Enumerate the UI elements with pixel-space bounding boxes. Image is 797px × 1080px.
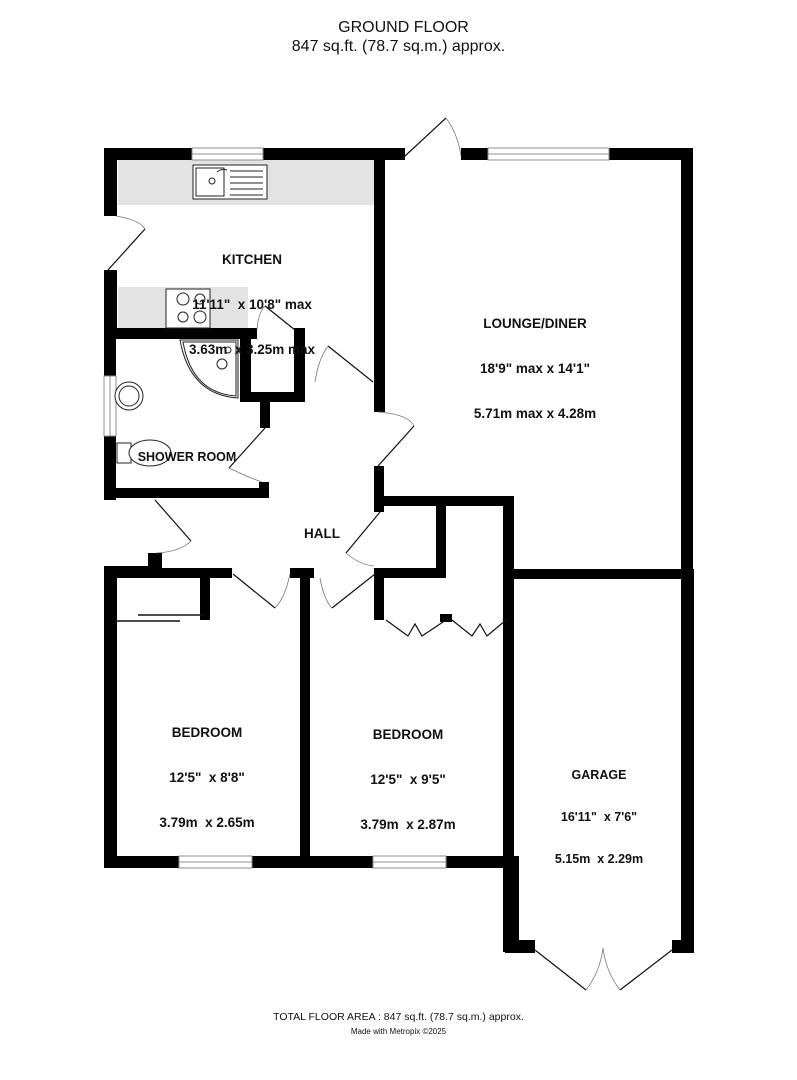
room-name: BEDROOM: [171, 725, 243, 740]
room-name: KITCHEN: [222, 252, 282, 267]
credit: Made with Metropix ©2025: [350, 1027, 447, 1036]
room-size-metric: 3.79m x 2.87m: [360, 817, 456, 832]
room-size-metric: 3.79m x 2.65m: [159, 815, 255, 830]
room-size-imperial: 18'9" max x 14'1": [479, 361, 591, 376]
hob-icon: [165, 288, 211, 329]
room-label-bedroom-2: BEDROOM 12'5" x 9'5" 3.79m x 2.87m: [360, 697, 455, 847]
room-size-imperial: 12'5" x 8'8": [169, 770, 245, 785]
room-size-metric: 5.71m max x 4.28m: [473, 406, 597, 421]
walls: [104, 148, 694, 953]
room-label-kitchen: KITCHEN 11'11" x 10'8" max 3.63m x 3.25m…: [189, 222, 315, 372]
shower-tray-icon: [179, 339, 239, 399]
room-size-imperial: 11'11" x 10'8" max: [192, 297, 312, 312]
washbasin-icon: [114, 381, 144, 411]
room-name: LOUNGE/DINER: [483, 316, 587, 331]
room-name: SHOWER ROOM: [137, 450, 237, 464]
room-name: GARAGE: [571, 768, 627, 782]
plan-header: GROUND FLOOR 847 sq.ft. (78.7 sq.m.) app…: [0, 18, 797, 56]
room-label-lounge-diner: LOUNGE/DINER 18'9" max x 14'1" 5.71m max…: [474, 286, 596, 436]
floor-area: 847 sq.ft. (78.7 sq.m.) approx.: [291, 38, 506, 55]
toilet-icon: [116, 439, 172, 467]
room-label-garage: GARAGE 16'11" x 7'6" 5.15m x 2.29m: [555, 740, 643, 880]
kitchen-sink-icon: [192, 164, 268, 200]
room-size-imperial: 16'11" x 7'6": [560, 810, 638, 824]
room-name: HALL: [304, 526, 340, 541]
doors: [107, 117, 673, 991]
room-size-metric: 3.63m x 3.25m max: [188, 342, 316, 357]
room-label-hall: HALL: [304, 496, 340, 556]
floor-name: GROUND FLOOR: [338, 19, 469, 36]
room-name: BEDROOM: [372, 727, 444, 742]
room-size-imperial: 12'5" x 9'5": [370, 772, 446, 787]
room-size-metric: 5.15m x 2.29m: [554, 852, 644, 866]
room-label-bedroom-1: BEDROOM 12'5" x 8'8" 3.79m x 2.65m: [159, 695, 254, 845]
total-floor-area: TOTAL FLOOR AREA : 847 sq.ft. (78.7 sq.m…: [273, 1011, 524, 1023]
windows: [103, 147, 610, 869]
room-label-shower-room: SHOWER ROOM: [138, 422, 237, 478]
